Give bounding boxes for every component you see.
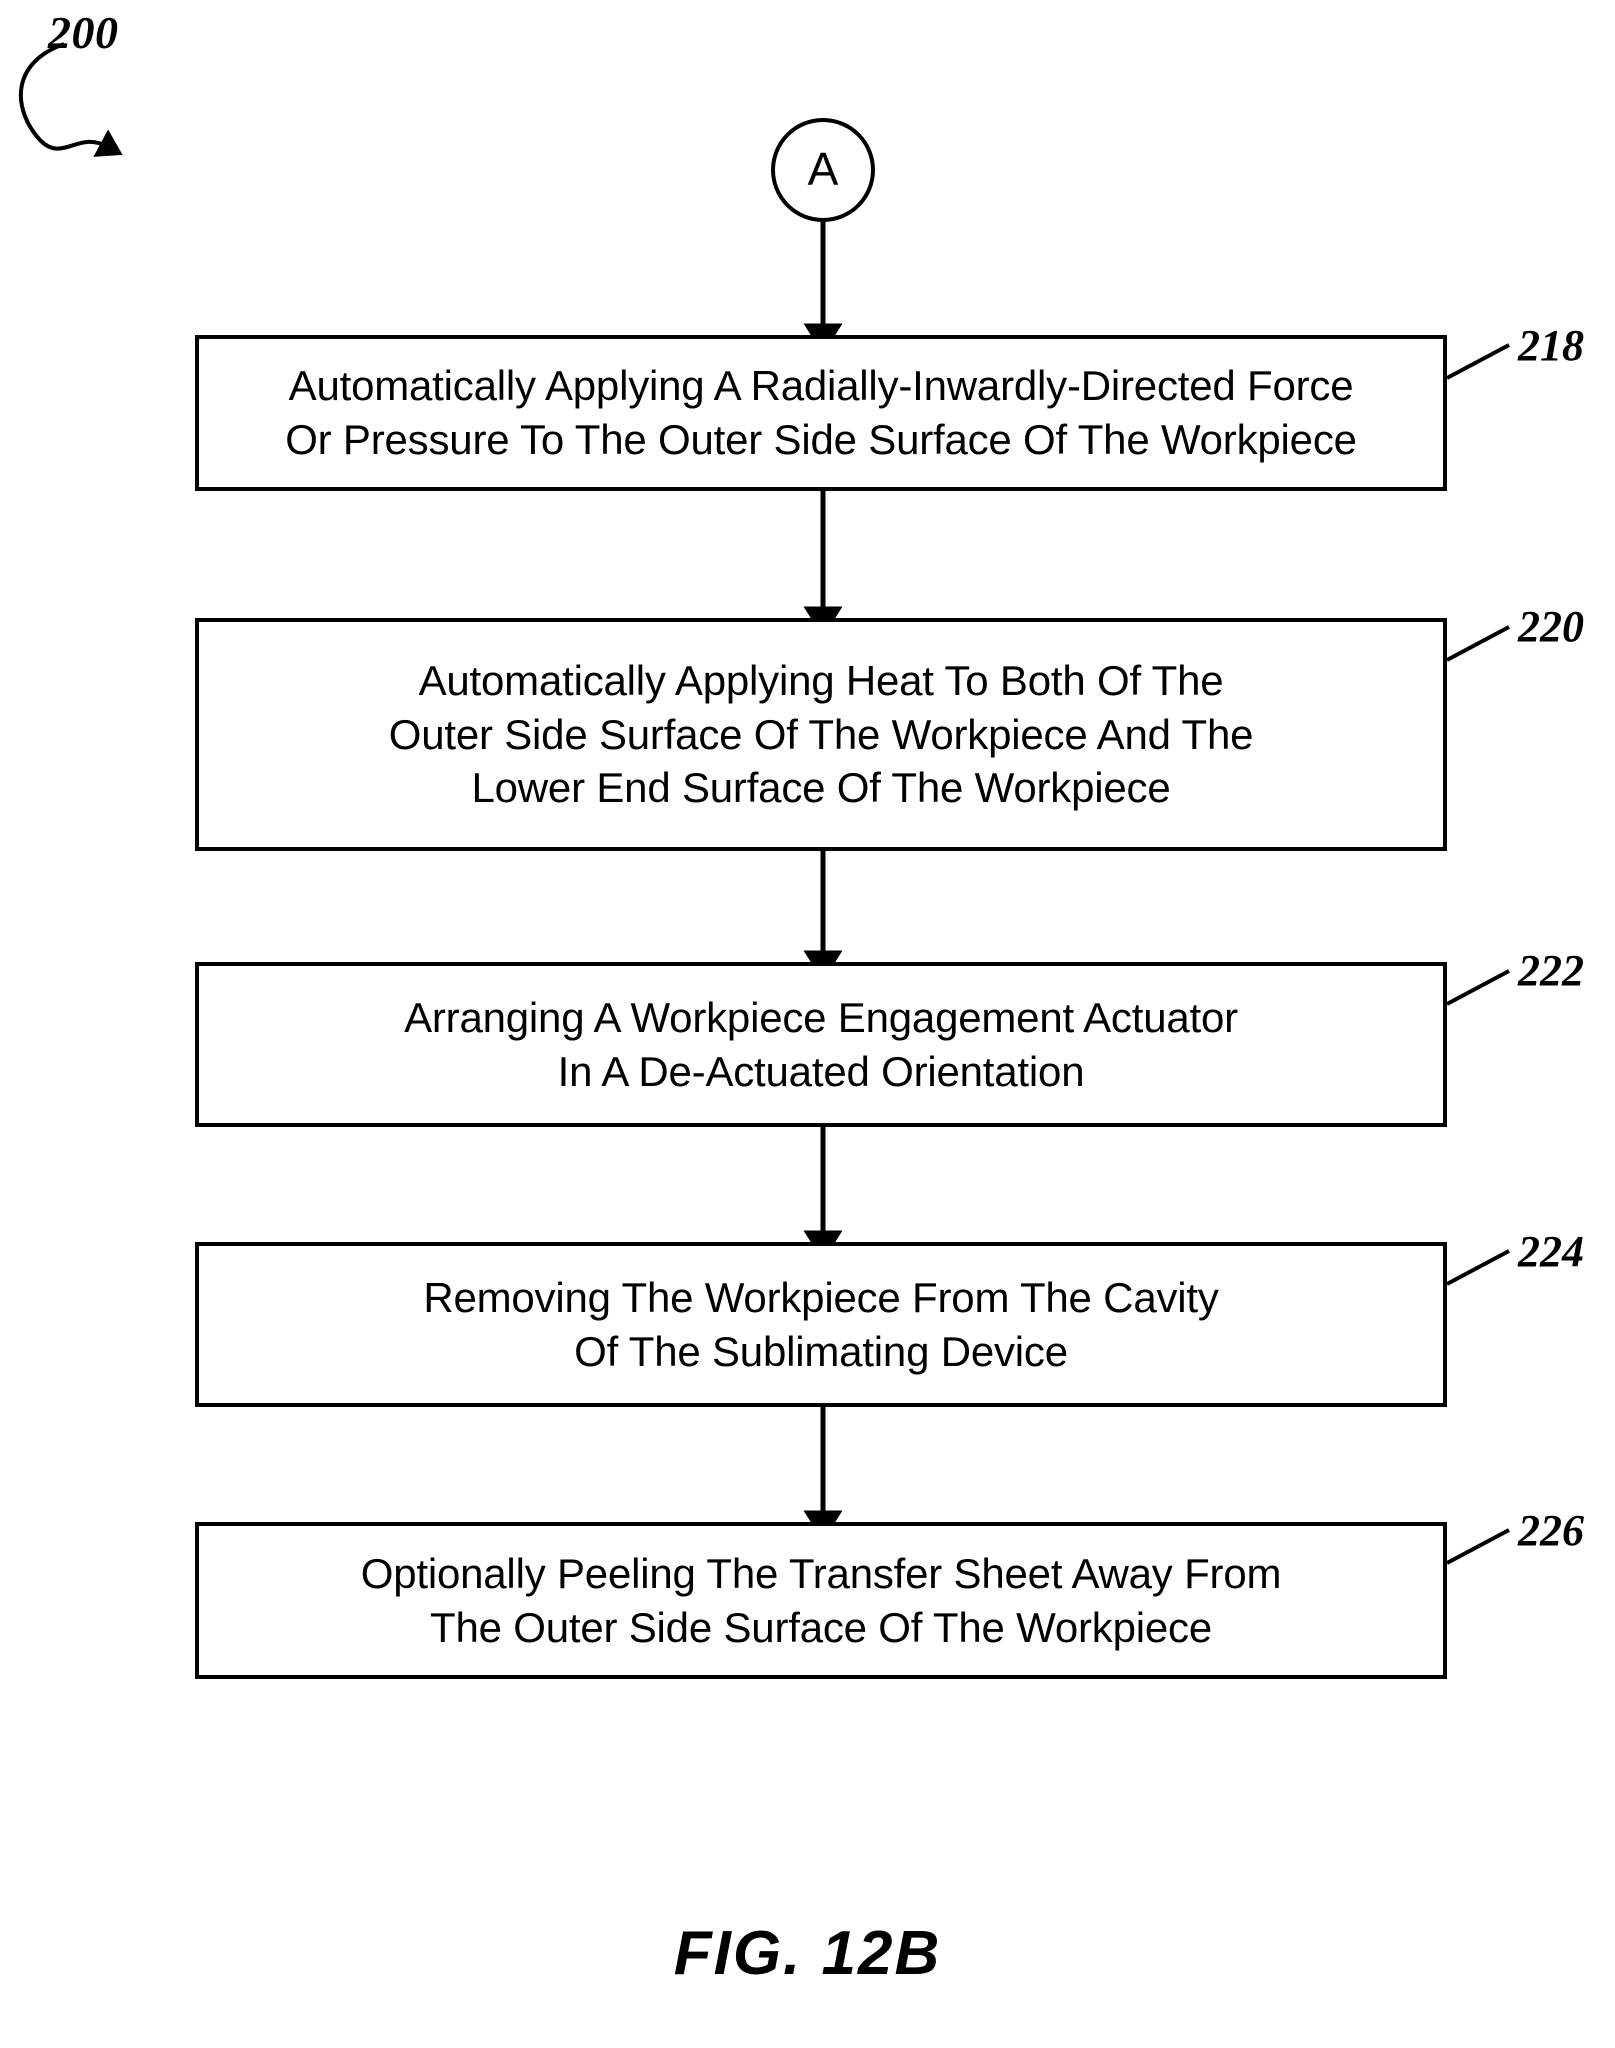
ref-numeral-218: 218	[1518, 321, 1584, 370]
process-step-218: Automatically Applying A Radially-Inward…	[195, 335, 1447, 491]
process-step-224-text: Removing The Workpiece From The Cavity O…	[423, 1273, 1219, 1375]
process-step-220-text: Automatically Applying Heat To Both Of T…	[388, 656, 1254, 812]
ref-leader-218	[1446, 343, 1510, 380]
process-step-222: Arranging A Workpiece Engagement Actuato…	[195, 962, 1447, 1127]
ref-leader-224	[1446, 1249, 1510, 1286]
off-page-connector-a: A	[771, 118, 875, 222]
process-step-224: Removing The Workpiece From The Cavity O…	[195, 1242, 1447, 1407]
ref-numeral-224: 224	[1518, 1227, 1584, 1276]
ref-leader-226	[1446, 1528, 1510, 1565]
connector-label: A	[807, 143, 839, 195]
figure-caption: FIG. 12B	[673, 1919, 942, 1988]
process-step-220: Automatically Applying Heat To Both Of T…	[195, 618, 1447, 851]
process-step-226-text: Optionally Peeling The Transfer Sheet Aw…	[360, 1549, 1282, 1651]
process-step-222-text: Arranging A Workpiece Engagement Actuato…	[404, 993, 1238, 1095]
ref-leader-222	[1446, 969, 1510, 1006]
ref-leader-220	[1446, 625, 1510, 662]
process-step-226: Optionally Peeling The Transfer Sheet Aw…	[195, 1522, 1447, 1679]
figure-ref-leader-curve	[18, 42, 123, 157]
ref-numeral-220: 220	[1518, 602, 1584, 651]
figure-ref-number: 200	[48, 7, 119, 58]
process-step-218-text: Automatically Applying A Radially-Inward…	[285, 362, 1357, 463]
ref-numeral-222: 222	[1518, 946, 1584, 995]
ref-numeral-226: 226	[1518, 1506, 1584, 1555]
